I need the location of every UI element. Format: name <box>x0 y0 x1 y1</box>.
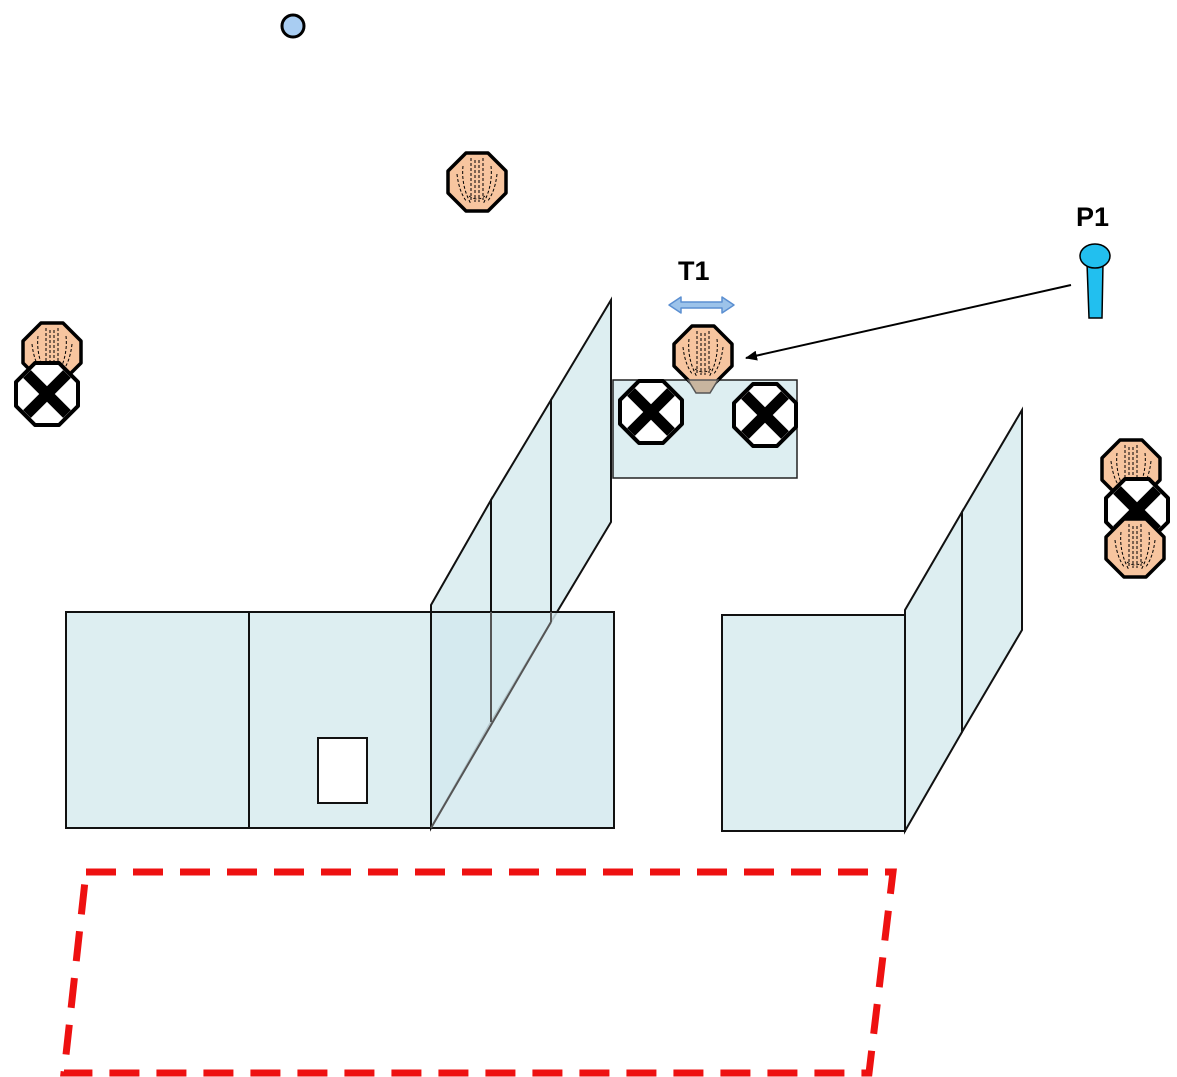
position-marker-icon <box>280 13 306 39</box>
eliminated-x-icon <box>16 363 78 425</box>
door-opening <box>317 737 368 804</box>
player-label: P1 <box>1076 202 1110 232</box>
wall-edge <box>430 621 552 829</box>
dashed-zone <box>60 868 897 1077</box>
right-wall-panel <box>721 614 906 832</box>
left-wall-panel-1 <box>65 611 250 829</box>
eliminated-x-icon <box>734 384 796 446</box>
target-label: T1 <box>678 256 710 286</box>
person-head-icon <box>672 324 734 386</box>
player-pawn-icon <box>1079 243 1111 319</box>
right-side-wall-back <box>961 406 1023 736</box>
right-side-wall-front <box>904 508 963 835</box>
head-shadow <box>686 379 720 394</box>
person-head-icon <box>1104 517 1166 579</box>
bidirectional-arrow-icon <box>668 296 735 314</box>
eliminated-x-icon <box>620 381 682 443</box>
left-side-wall-back <box>550 296 612 626</box>
person-head-icon <box>446 151 508 213</box>
left-wall-panel-3 <box>430 611 615 829</box>
arrow-icon <box>745 284 1072 361</box>
